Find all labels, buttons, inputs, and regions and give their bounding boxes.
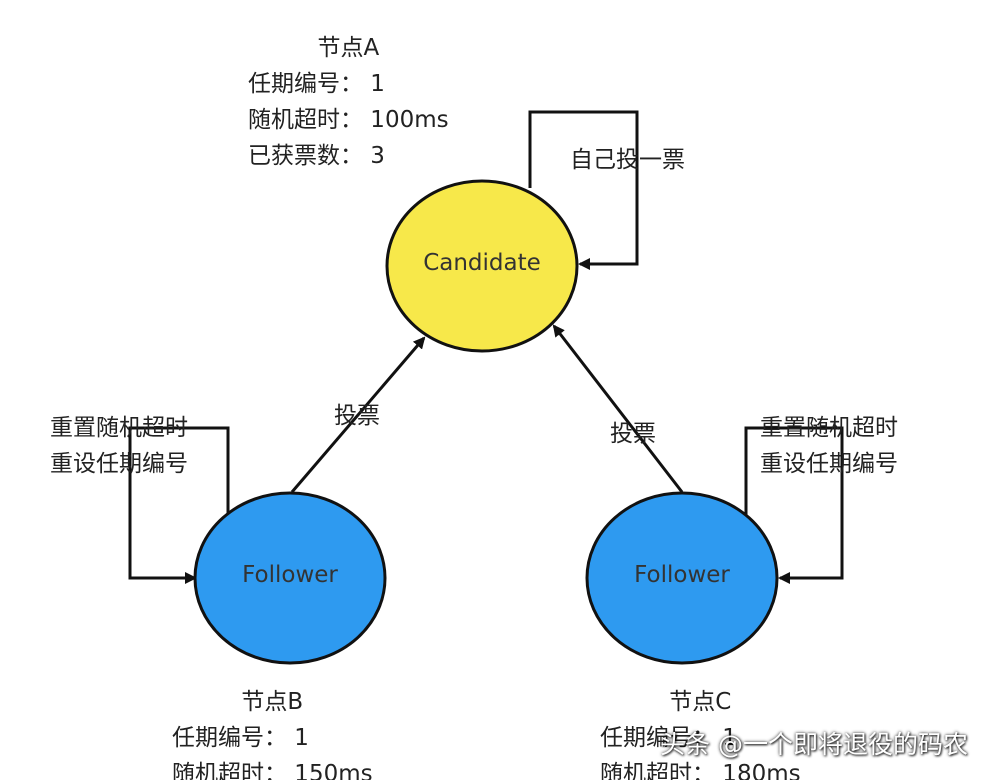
- follower-c-action-reset-timeout: 重置随机超时: [760, 415, 898, 441]
- candidate-node: [385, 179, 579, 353]
- node-c-name: 节点C: [669, 689, 732, 715]
- follower-c-label: Follower: [634, 562, 730, 588]
- follower-c-node: [585, 491, 779, 665]
- vote-arrow-c-to-candidate: [552, 324, 684, 493]
- candidate-label: Candidate: [423, 250, 541, 276]
- self-vote-label: 自己投一票: [570, 147, 685, 173]
- follower-b-node: [193, 491, 387, 665]
- node-a-term: 任期编号： 1: [248, 71, 385, 97]
- watermark-text: 头条 @一个即将退役的码农: [660, 730, 968, 759]
- node-b-name: 节点B: [241, 689, 304, 715]
- follower-b-label: Follower: [242, 562, 338, 588]
- vote-arrow-b-to-candidate: [290, 336, 426, 493]
- vote-label-left: 投票: [334, 403, 380, 429]
- node-c-timeout: 随机超时： 180ms: [600, 761, 801, 780]
- node-b-info: 节点B 任期编号： 1 随机超时： 150ms: [172, 684, 373, 780]
- follower-b-action-reset-timeout: 重置随机超时: [50, 415, 188, 441]
- follower-c-reset-arrow: [744, 426, 844, 584]
- node-c-info: 节点C 任期编号： 1 随机超时： 180ms: [600, 684, 801, 780]
- follower-b-action-reset-term: 重设任期编号: [50, 451, 188, 477]
- node-a-name: 节点A: [317, 35, 380, 61]
- follower-b-actions: 重置随机超时 重设任期编号: [50, 410, 188, 482]
- follower-b-reset-arrow: [128, 426, 230, 584]
- node-b-term: 任期编号： 1: [172, 725, 309, 751]
- node-b-timeout: 随机超时： 150ms: [172, 761, 373, 780]
- node-a-votes: 已获票数： 3: [248, 143, 385, 169]
- vote-label-right: 投票: [610, 421, 656, 447]
- node-a-timeout: 随机超时： 100ms: [248, 107, 449, 133]
- follower-c-actions: 重置随机超时 重设任期编号: [760, 410, 898, 482]
- node-c-term: 任期编号： 1: [600, 725, 737, 751]
- self-vote-loop-arrow: [528, 110, 639, 270]
- node-a-info: 节点A 任期编号： 1 随机超时： 100ms 已获票数： 3: [248, 30, 449, 174]
- follower-c-action-reset-term: 重设任期编号: [760, 451, 898, 477]
